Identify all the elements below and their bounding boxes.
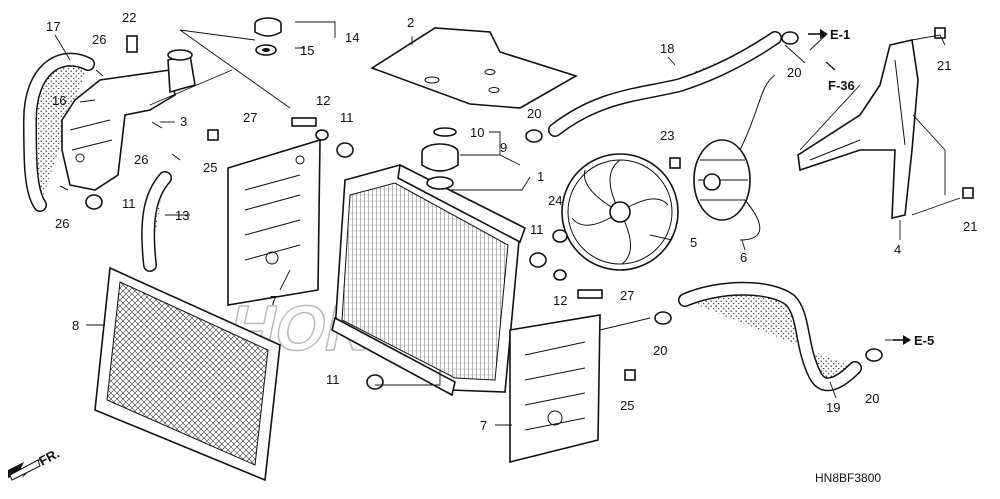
callout-26-bottom: 26	[55, 216, 69, 231]
callout-3: 3	[180, 114, 187, 129]
radiator-cap	[421, 127, 459, 190]
callout-1: 1	[537, 169, 544, 184]
callout-16: 16	[52, 93, 66, 108]
callout-20-lower: 20	[653, 343, 667, 358]
callout-12-bottom: 12	[553, 293, 567, 308]
callout-7-right: 7	[480, 418, 487, 433]
callout-27-bottom: 27	[620, 288, 634, 303]
siphon-hose	[141, 171, 172, 272]
callout-4: 4	[894, 242, 901, 257]
callout-14: 14	[345, 30, 359, 45]
callout-18: 18	[660, 41, 674, 56]
radiator-screen	[94, 266, 281, 482]
callout-11-left: 11	[122, 196, 136, 211]
callout-20-e5: 20	[865, 391, 879, 406]
callout-21-bottom: 21	[963, 219, 977, 234]
reserve-tank	[61, 69, 176, 191]
callout-27-top: 27	[243, 110, 257, 125]
leader-lines	[54, 21, 961, 426]
upper-radiator-hose	[548, 31, 782, 137]
reference-e1: E-1	[830, 27, 850, 42]
callout-20-top: 20	[527, 106, 541, 121]
callout-11-bottom: 11	[326, 372, 340, 387]
cross-references: E-1 F-36 E-5	[828, 27, 934, 348]
callout-7-left: 7	[270, 293, 277, 308]
callout-25-bottom: 25	[620, 398, 634, 413]
callout-labels: 17 26 22 16 3 14 15 2 27 12 11 25 26 26 …	[46, 10, 977, 433]
diagram-code: HN8BF3800	[815, 471, 881, 485]
callout-19: 19	[826, 400, 840, 415]
lower-radiator-hose	[678, 281, 862, 392]
callout-23: 23	[660, 128, 674, 143]
radiator	[331, 163, 526, 397]
callout-11-top: 11	[340, 110, 354, 125]
callout-5: 5	[690, 235, 697, 250]
callout-20-e1: 20	[787, 65, 801, 80]
callout-21-top: 21	[937, 58, 951, 73]
callout-24: 24	[548, 193, 562, 208]
callout-9: 9	[500, 140, 507, 155]
radiator-grille-plate	[370, 27, 578, 109]
reference-arrows	[808, 29, 911, 345]
callout-25-top: 25	[203, 160, 217, 175]
callout-12-top: 12	[316, 93, 330, 108]
callout-11-right: 11	[530, 222, 544, 237]
callout-2: 2	[407, 15, 414, 30]
fan-motor	[693, 74, 776, 241]
radiator-shroud-left	[227, 138, 321, 306]
callout-17: 17	[46, 19, 60, 34]
callout-6: 6	[740, 250, 747, 265]
fan-shroud-bracket	[797, 39, 919, 220]
callout-10: 10	[470, 125, 484, 140]
callout-8: 8	[72, 318, 79, 333]
reserve-tank-cap	[254, 17, 282, 56]
reference-f36: F-36	[828, 78, 855, 93]
filler-neck	[167, 49, 196, 94]
callout-26-top: 26	[92, 32, 106, 47]
callout-15: 15	[300, 43, 314, 58]
callout-26-mid: 26	[134, 152, 148, 167]
radiator-shroud-right	[509, 314, 601, 464]
cooling-fan	[561, 153, 679, 271]
fasteners	[59, 27, 974, 390]
callout-13: 13	[175, 208, 189, 223]
callout-22: 22	[122, 10, 136, 25]
overflow-hose	[23, 52, 95, 212]
reference-e5: E-5	[914, 333, 934, 348]
front-arrow: FR.	[8, 446, 62, 481]
